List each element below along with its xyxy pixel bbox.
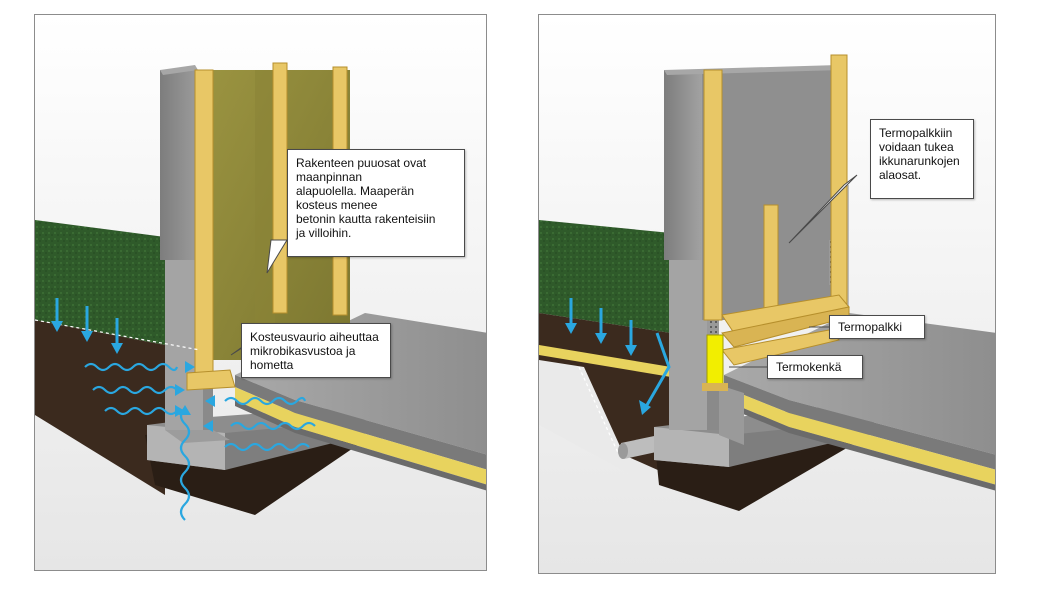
timber-studs [703,54,848,321]
groundline-dashed [35,319,201,351]
thermo-shoe [702,334,728,391]
callout-wood-below-ground: Rakenteen puuosat ovat maanpinnan alapuo… [287,149,465,257]
moisture-arrowheads-icon [175,361,215,432]
rising-moisture-icon [179,405,191,521]
moisture-wave-icon [84,362,316,452]
moisture-arrow-icon [565,298,671,415]
grey-wall-board [160,65,198,260]
left-diagram-illustration [35,15,486,570]
callout-moisture-damage: Kosteusvaurio aiheuttaa mikrobikasvustoa… [241,323,391,378]
drain-pipe [618,435,661,459]
callout-pointer [266,239,288,274]
moisture-arrow-icon [51,298,123,354]
drainage-layer [539,345,671,377]
left-diagram-panel: Rakenteen puuosat ovat maanpinnan alapuo… [34,14,487,571]
thermo-beam [721,294,850,366]
label-termokenka: Termokenkä [767,355,863,379]
ground-grass [35,220,165,345]
concrete-plinth [669,255,744,445]
callout-window-support: Termopalkkiin voidaan tukea ikkunarunkoj… [870,119,974,199]
right-diagram-panel: Termopalkkiin voidaan tukea ikkunarunkoj… [538,14,996,574]
right-diagram-illustration [539,15,995,573]
excavation-fill [539,360,669,495]
ground-soil [35,320,165,495]
label-termopalkki: Termopalkki [829,315,925,339]
callout-pointer [788,174,858,244]
excavation-line [578,366,620,456]
